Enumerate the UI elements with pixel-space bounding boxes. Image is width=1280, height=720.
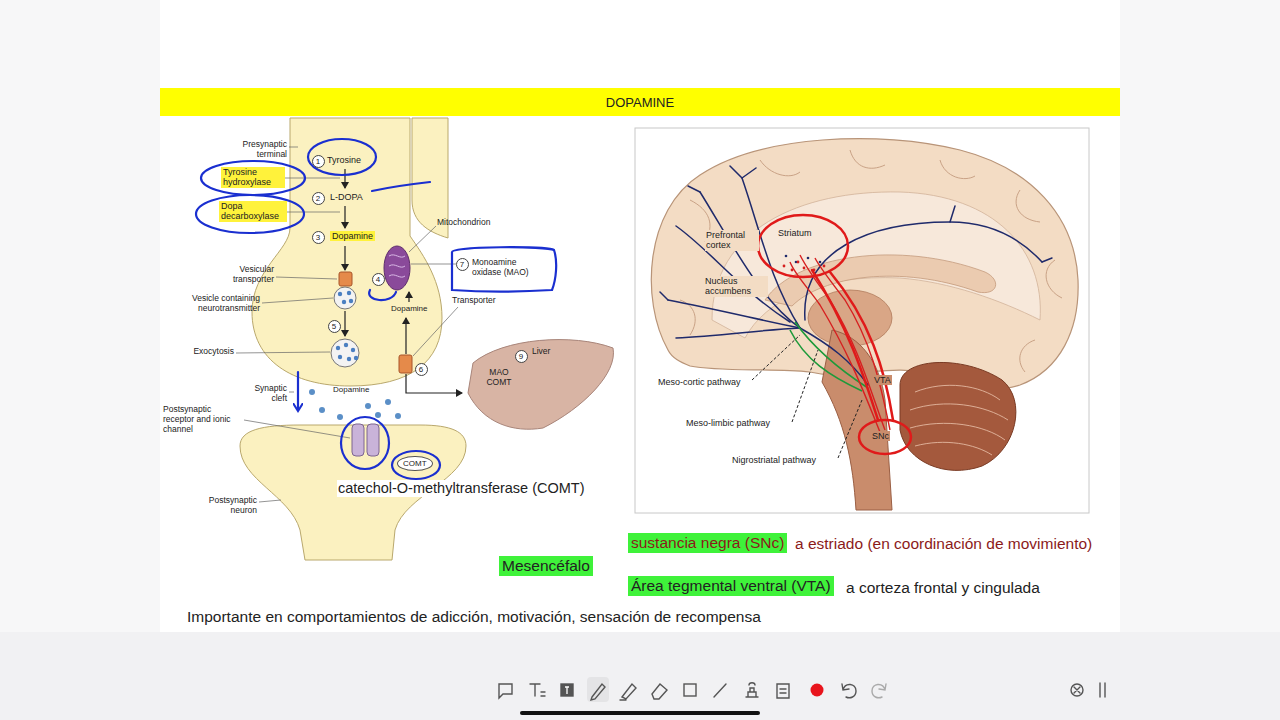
diagram-label: Mitochondrion [437,218,490,228]
diagram-label: Presynaptic terminal [231,140,287,160]
diagram-label: Vesicular transporter [218,265,274,285]
neurotransmitter-dots [338,291,353,304]
record-dot [811,684,824,697]
reuptake-transporter [399,355,412,373]
diagram-label: Postsynaptic neuron [201,496,257,516]
region-label: VTA [873,375,892,385]
diagram-label: Postsynaptic receptor and ionic channel [163,405,241,434]
diagram-label: Monoamine oxidase (MAO) [472,258,536,278]
node-text: Área tegmental ventral (VTA) [631,577,831,595]
node-text: COMT [403,459,427,468]
synthesis-arrow [344,206,345,228]
pathway-label: Meso-limbic pathway [685,418,771,428]
diagram-label: Vesicle containing neurotransmitter [160,294,260,314]
cerebellar-folia [910,385,1008,455]
home-indicator [520,711,760,715]
clearance-arrow [406,374,462,393]
callout-number: 5 [328,320,341,333]
note-text: a corteza frontal y cingulada [846,579,1040,597]
diagram-label: Dopamine [391,304,427,313]
node-text: Liver [532,347,550,357]
receptor-channel [352,424,364,456]
green-highlight: Mesencéfalo [499,556,593,576]
diagram-label: L-DOPA [330,192,363,202]
vesicular-transporter [339,272,352,286]
green-highlight: Área tegmental ventral (VTA) [628,576,834,596]
reuptake-arrow [408,292,409,302]
callout-number: 3 [312,231,325,244]
enzyme-highlight: Dopa decarboxylase [219,201,287,222]
diagram-label: Transporter [452,296,496,306]
pathway-label: Meso-cortic pathway [657,377,742,387]
callout-number: 9 [515,350,528,363]
diagram-label: Dopamine [333,385,369,394]
storage-arrow [344,246,345,270]
product-highlight: Dopamine [330,231,375,241]
red-annotations [758,215,911,454]
liver-shape [468,340,613,430]
region-label: Striatum [777,228,813,238]
toolbar-area [0,632,1280,720]
nigrostriatal-pathway [790,255,890,432]
note-text: a estriado (en coordinación de movimient… [795,535,1092,553]
region-label: SNc [871,431,890,441]
toolbar-icons [499,677,1105,702]
receptor-channel [367,424,379,456]
enzyme-ellipse: COMT [397,456,433,471]
node-text: sustancia negra (SNc) [631,534,784,552]
vesicle [334,287,356,309]
text-box-glyph [565,687,569,694]
title-band: DOPAMINE [160,88,1120,116]
green-highlight: sustancia negra (SNc) [628,533,787,553]
slide [160,0,1120,632]
mitochondrion [384,246,410,290]
callout-number: 7 [456,258,469,271]
reuptake-arrow [405,318,406,354]
diagram-label: catechol-O-methyltransferase (COMT) [337,480,586,497]
enzyme-highlight: Tyrosine hydroxylase [221,167,285,188]
region-label: Nucleus accumbens [704,276,768,297]
callout-number: 6 [415,363,428,376]
pathway-leaders [752,335,862,458]
callout-number: 2 [312,192,325,205]
exocytosis-vesicle [331,339,359,367]
node-text: Tyrosine hydroxylase [223,167,283,188]
release-arrow [344,311,345,336]
callout-number: 4 [372,273,385,286]
cerebellum [900,362,1016,470]
striatal-terminals [783,261,826,272]
node-text: Dopa decarboxylase [221,201,285,222]
liver-organ: LiverMAO COMT [463,333,618,433]
neurotransmitter-dots [336,343,358,361]
callout-number: 1 [312,155,325,168]
node-subtext: MAO COMT [483,368,515,388]
title-text: DOPAMINE [606,95,674,110]
pathway-label: Nigrostriatal pathway [731,455,817,465]
diagram-label: Synaptic cleft [241,384,287,404]
brain-panel [635,128,1089,513]
region-label: Prefrontal cortex [705,230,759,251]
synthesis-arrow [344,169,345,188]
node-text: Mesencéfalo [502,557,590,575]
mitochondrion-cristae [389,255,405,277]
note-text: Importante en comportamientos de adicció… [187,608,761,626]
diagram-label: Tyrosine [327,155,361,165]
node-text: Dopamine [332,231,373,241]
diagram-label: Exocytosis [193,347,234,357]
